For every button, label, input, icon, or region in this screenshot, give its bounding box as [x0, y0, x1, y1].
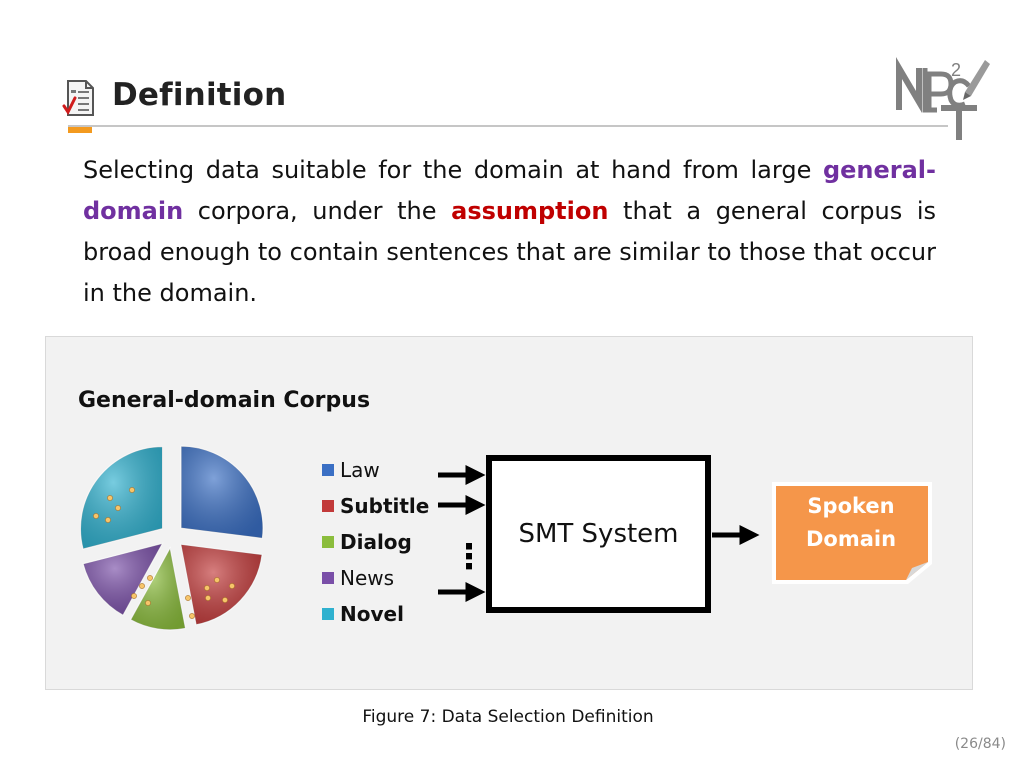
smt-system-box: SMT System	[486, 455, 711, 613]
pie-slice-shading	[181, 446, 264, 539]
checklist-document-icon	[62, 80, 94, 116]
legend-swatch	[322, 500, 334, 512]
legend-label: Subtitle	[340, 494, 430, 518]
legend-item-dialog: Dialog	[322, 524, 432, 560]
legend-swatch	[322, 464, 334, 476]
input-ellipsis: ⋮	[452, 537, 486, 577]
legend-label: Law	[340, 458, 380, 482]
definition-paragraph: Selecting data suitable for the domain a…	[83, 150, 936, 314]
pie-decoration-dot	[93, 513, 99, 519]
pie-decoration-dot	[204, 585, 210, 591]
legend-item-subtitle: Subtitle	[322, 488, 432, 524]
pie-decoration-dot	[185, 595, 191, 601]
pie-slice-shading	[180, 544, 263, 625]
pie-decoration-dot	[145, 600, 151, 606]
legend-swatch	[322, 608, 334, 620]
pie-decoration-dot	[214, 577, 220, 583]
header-divider	[68, 125, 948, 127]
spoken-domain-line2: Domain	[805, 527, 897, 551]
pie-decoration-dot	[189, 613, 195, 619]
pie-slice-shading	[80, 446, 163, 550]
pie-slice-shading	[83, 543, 163, 616]
spoken-domain-label: Spoken Domain	[772, 490, 930, 556]
pie-decoration-dot	[131, 593, 137, 599]
pie-decoration-dot	[115, 505, 121, 511]
smt-system-label: SMT System	[518, 519, 679, 549]
intro-text: that a general corpus is broad enough to…	[83, 197, 936, 307]
spoken-domain-note	[772, 482, 932, 584]
highlight-assumption: assumption	[451, 197, 609, 225]
corpus-pie-chart	[80, 445, 264, 631]
pie-decoration-dot	[229, 583, 235, 589]
pie-decoration-dot	[129, 487, 135, 493]
pie-slice-shading	[130, 547, 186, 630]
pie-decoration-dot	[107, 495, 113, 501]
spoken-domain-line1: Spoken	[807, 494, 895, 518]
input-output-arrows: ⋮	[438, 465, 760, 602]
legend-label: News	[340, 566, 395, 590]
pie-decoration-dot	[139, 583, 145, 589]
legend-item-novel: Novel	[322, 596, 432, 632]
page-counter: (26/84)	[954, 736, 1006, 752]
highlight-general-domain: general-domain	[83, 156, 936, 225]
nlp2ct-logo: 2	[896, 56, 990, 140]
pie-decoration-dot	[205, 595, 211, 601]
legend-label: Novel	[340, 602, 404, 626]
legend-item-law: Law	[322, 452, 432, 488]
legend-item-news: News	[322, 560, 432, 596]
pie-decoration-dot	[222, 597, 228, 603]
figure-caption: Figure 7: Data Selection Definition	[362, 707, 654, 727]
legend-label: Dialog	[340, 530, 412, 554]
pie-decoration-dot	[105, 517, 111, 523]
page-title: Definition	[112, 77, 287, 113]
pie-decoration-dot	[147, 575, 153, 581]
spoken-domain-note-fill	[776, 486, 928, 580]
chart-title: General-domain Corpus	[78, 388, 371, 413]
intro-text: Selecting data suitable for the domain a…	[83, 156, 823, 184]
legend-swatch	[322, 536, 334, 548]
header-accent-bar	[68, 127, 92, 133]
legend-swatch	[322, 572, 334, 584]
svg-text:2: 2	[951, 60, 961, 80]
intro-text: corpora, under the	[183, 197, 452, 225]
